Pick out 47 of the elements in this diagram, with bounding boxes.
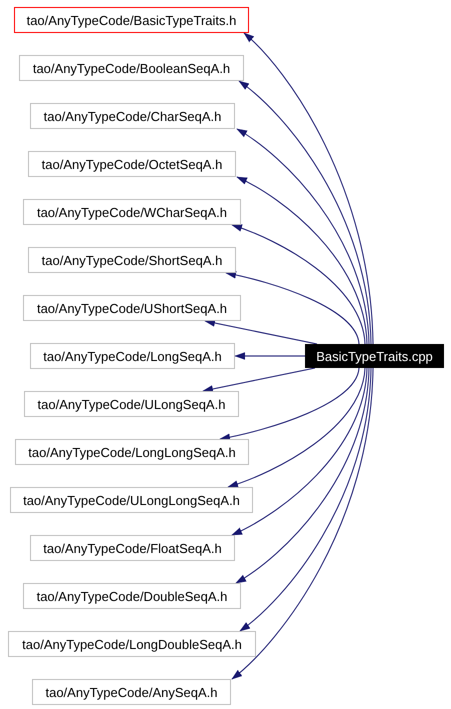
file-name: tao/AnyTypeCode/ULongLongSeqA.h <box>23 492 240 508</box>
include-arrow <box>202 368 316 393</box>
include-arrow <box>232 368 374 680</box>
include-arrow <box>204 319 318 344</box>
header-file-box <box>30 103 235 129</box>
file-name: tao/AnyTypeCode/LongDoubleSeqA.h <box>22 636 242 652</box>
header-file-box <box>28 247 236 273</box>
include-arrow <box>226 271 360 344</box>
file-name: tao/AnyTypeCode/WCharSeqA.h <box>36 204 228 220</box>
include-arrow <box>236 176 368 344</box>
source-file-box <box>305 344 444 368</box>
include-arrow <box>240 368 372 632</box>
include-arrow <box>244 32 374 344</box>
file-name: tao/AnyTypeCode/CharSeqA.h <box>44 108 222 124</box>
header-file-box <box>24 391 239 417</box>
file-name: tao/AnyTypeCode/LongSeqA.h <box>43 348 222 364</box>
include-arrow <box>232 224 366 344</box>
file-name: BasicTypeTraits.cpp <box>316 348 433 364</box>
header-file-box <box>8 631 256 657</box>
header-file-box <box>28 151 236 177</box>
file-name: tao/AnyTypeCode/ShortSeqA.h <box>42 252 222 268</box>
header-file-box <box>19 55 244 81</box>
include-arrow <box>238 80 372 344</box>
file-name: tao/AnyTypeCode/ULongSeqA.h <box>38 396 226 412</box>
include-arrow <box>234 352 306 360</box>
include-arrow <box>228 368 366 488</box>
include-arrow <box>236 368 370 584</box>
header-file-box <box>10 487 253 513</box>
header-file-box <box>32 679 231 705</box>
include-arrow <box>236 128 370 344</box>
header-file-box <box>23 199 241 225</box>
header-file-box <box>30 343 235 369</box>
file-name: tao/AnyTypeCode/BasicTypeTraits.h <box>26 12 236 28</box>
header-file-box <box>23 295 241 321</box>
header-file-box <box>15 439 249 465</box>
file-name: tao/AnyTypeCode/OctetSeqA.h <box>42 156 222 172</box>
file-name: tao/AnyTypeCode/BooleanSeqA.h <box>32 60 230 76</box>
file-name: tao/AnyTypeCode/FloatSeqA.h <box>43 540 222 556</box>
file-name: tao/AnyTypeCode/AnySeqA.h <box>45 684 218 700</box>
file-name: tao/AnyTypeCode/DoubleSeqA.h <box>36 588 228 604</box>
file-name: tao/AnyTypeCode/UShortSeqA.h <box>36 300 228 316</box>
header-file-box <box>23 583 241 609</box>
header-file-box <box>14 7 249 33</box>
file-name: tao/AnyTypeCode/LongLongSeqA.h <box>28 444 236 460</box>
header-file-box <box>30 535 235 561</box>
include-arrow <box>220 368 360 441</box>
include-arrow <box>232 368 368 536</box>
